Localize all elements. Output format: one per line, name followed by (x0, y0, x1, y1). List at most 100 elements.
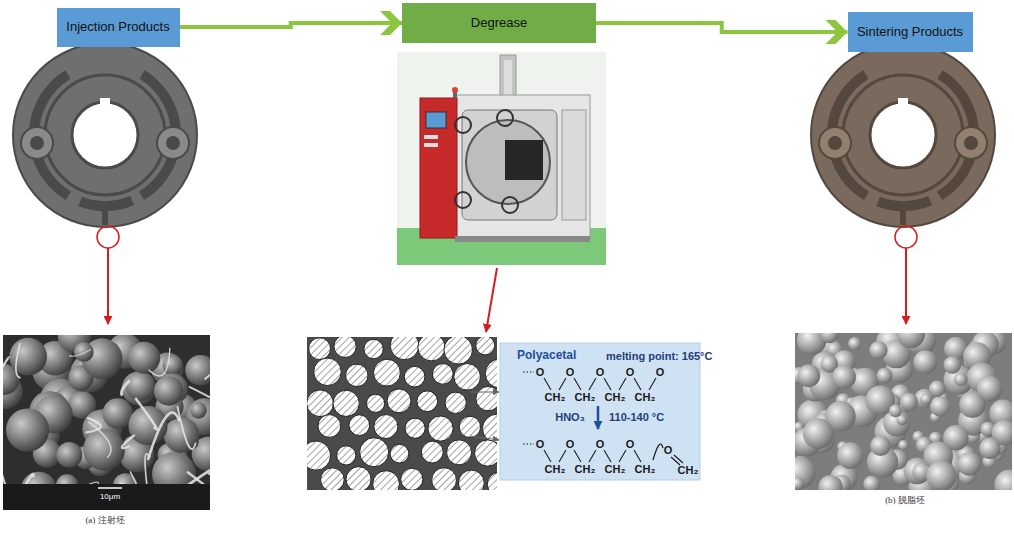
process-arrow (180, 23, 403, 27)
chemistry-label: CH₂ (605, 391, 626, 403)
powder-binder-sketch (401, 468, 423, 490)
powder-binder-sketch (476, 337, 495, 355)
powder-binder-sketch (314, 358, 341, 385)
sem-micrograph (3, 357, 9, 373)
stage-title: Injection Products (66, 19, 169, 35)
sem-micrograph (128, 342, 160, 374)
injection-part (97, 226, 119, 248)
powder-binder-sketch (321, 468, 345, 490)
stage-title: Sintering Products (857, 24, 963, 40)
sem-micrograph (3, 335, 210, 510)
stage-title: Degrease (471, 15, 527, 31)
chemistry-panel (597, 406, 600, 429)
sintered-part (843, 75, 963, 195)
powder-binder-sketch (428, 416, 453, 441)
furnace-machine (455, 192, 471, 208)
furnace-machine (453, 92, 457, 98)
process-arrow (596, 23, 848, 32)
furnace-machine (505, 140, 543, 180)
furnace-machine (420, 98, 457, 238)
sintered-part (900, 211, 906, 225)
powder-binder-sketch (346, 467, 371, 490)
sem-micrograph (185, 355, 210, 386)
sem-micrograph (3, 484, 210, 510)
sintered-part (870, 102, 936, 168)
powder-binder-sketch (445, 392, 466, 413)
sem-micrograph (122, 371, 156, 405)
pointer-arrow (470, 436, 499, 440)
sem-micrograph (870, 436, 890, 456)
chemistry-label: O (566, 438, 575, 450)
chemistry-label: CH₂ (545, 391, 566, 403)
furnace-machine (455, 117, 471, 133)
sem-micrograph (863, 476, 880, 490)
sem-micrograph (837, 442, 863, 468)
sem-micrograph (930, 396, 951, 417)
powder-binder-sketch (334, 337, 356, 357)
chemistry-label: Polyacetal (517, 349, 576, 362)
sem-micrograph (205, 362, 210, 379)
sem-micrograph (69, 349, 91, 356)
chemistry-panel (523, 443, 534, 444)
sem-micrograph (913, 350, 937, 374)
chemical-bond (559, 450, 566, 462)
chemical-bond (574, 450, 581, 462)
chemistry-label: melting point: 165°C (606, 350, 712, 362)
sem-micrograph (190, 402, 207, 419)
injection-part (157, 127, 189, 159)
sintered-part (876, 196, 932, 211)
sem-micrograph (803, 418, 834, 449)
sintered-part (955, 127, 987, 159)
furnace-machine (424, 135, 438, 139)
furnace-machine (504, 60, 512, 100)
powder-binder-sketch (337, 446, 356, 465)
chemistry-panel (500, 343, 700, 480)
sintered-part (811, 43, 995, 324)
chemistry-label: O (536, 438, 545, 450)
furnace-machine (502, 197, 518, 213)
sem-micrograph (121, 381, 129, 396)
furnace-machine (500, 55, 516, 100)
chemical-bond (634, 450, 641, 462)
sem-micrograph (795, 333, 1012, 490)
powder-binder-sketch (432, 364, 453, 385)
chemical-bond (589, 378, 596, 390)
sem-micrograph (88, 422, 111, 458)
injection-part (13, 43, 197, 324)
sem-micrograph (9, 338, 47, 376)
powder-binder-sketch (360, 438, 389, 467)
powder-binder-sketch (432, 468, 457, 490)
injection-part (45, 75, 165, 195)
chemical-bond (619, 378, 626, 390)
chemistry-label: 110-140 °C (609, 411, 664, 423)
powder-binder-sketch (366, 394, 384, 412)
sem-micrograph (848, 337, 861, 350)
sem-micrograph (954, 373, 968, 387)
powder-binder-sketch (475, 440, 497, 466)
furnace-machine (562, 110, 586, 220)
powder-binder-sketch (458, 470, 484, 490)
injection-part (166, 136, 180, 150)
furnace-machine (462, 110, 557, 220)
chemistry-label: CH₂ (635, 463, 656, 475)
chemical-bond (544, 378, 551, 390)
chemical-bond (619, 450, 626, 462)
sem-micrograph (135, 398, 157, 429)
powder-binder-sketch (421, 441, 443, 463)
chemistry-label: O (566, 366, 575, 378)
sintered-part (905, 248, 907, 324)
furnace-machine (455, 95, 590, 238)
chemistry-label: O (626, 438, 635, 450)
powder-binder-sketch (307, 441, 331, 470)
scale-bar-label: 10μm (100, 493, 120, 502)
chemistry-label: O (656, 366, 665, 378)
sem-micrograph (920, 393, 932, 405)
figure-caption: (b) 脱脂坯 (885, 496, 925, 506)
chemistry-label: CH₂ (678, 464, 699, 476)
sem-micrograph (926, 461, 956, 490)
powder-binder-sketch (318, 415, 341, 438)
sem-micrograph (818, 475, 842, 490)
injection-part (30, 136, 44, 150)
furnace-machine (397, 52, 606, 265)
